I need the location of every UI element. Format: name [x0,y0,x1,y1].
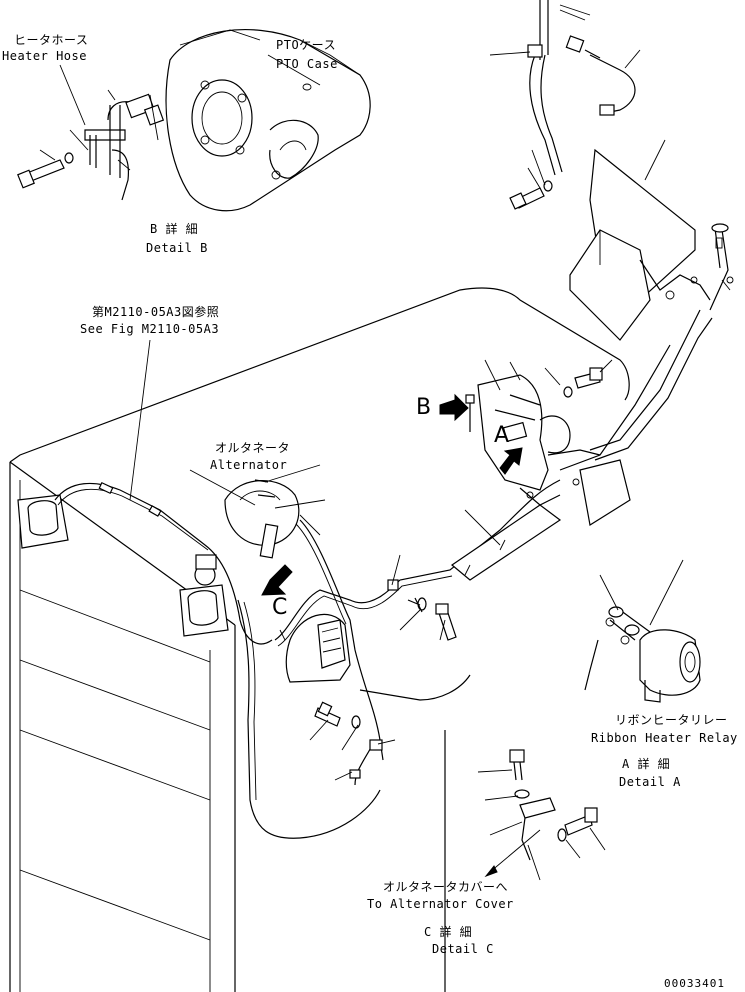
drawing-number: 00033401 [664,977,725,990]
top-right-illustration [489,0,734,341]
alternator-label-jp: オルタネータ [215,441,291,455]
ribbon-relay-label-en: Ribbon Heater Relay [591,731,738,745]
detail-c-label-en: Detail C [432,942,494,956]
alt-cover-label-jp: オルタネータカバーへ [383,880,509,894]
alternator-label-en: Alternator [210,458,288,472]
see-fig-label-en: See Fig M2110-05A3 [80,322,220,336]
alt-cover-label-en: To Alternator Cover [367,897,514,911]
detail-b-label-jp: B 詳 細 [150,222,199,236]
engine-body-illustration [9,287,713,992]
detail-b-label-en: Detail B [146,241,208,255]
detail-a-label-en: Detail A [619,775,681,789]
ribbon-relay-label-jp: リボンヒータリレー [615,713,728,727]
detail-c-label-jp: C 詳 細 [424,925,473,939]
detail-a-label-jp: A 詳 細 [622,757,671,771]
see-fig-label-jp: 第M2110-05A3図参照 [92,305,220,319]
pto-case-label-en: PTO Case [276,57,338,71]
detail-b-illustration [17,29,371,212]
detail-a-b-markers-illustration [439,359,613,506]
pto-case-label-jp: PTOケース [276,38,337,52]
marker-b: B [416,395,432,420]
marker-a: A [494,423,510,448]
marker-c: C [272,595,288,620]
detail-a-illustration [584,559,701,703]
detail-c-illustration [477,749,606,881]
heater-hose-label-en: Heater Hose [2,49,87,63]
heater-hose-label-jp: ヒータホース [14,33,89,47]
